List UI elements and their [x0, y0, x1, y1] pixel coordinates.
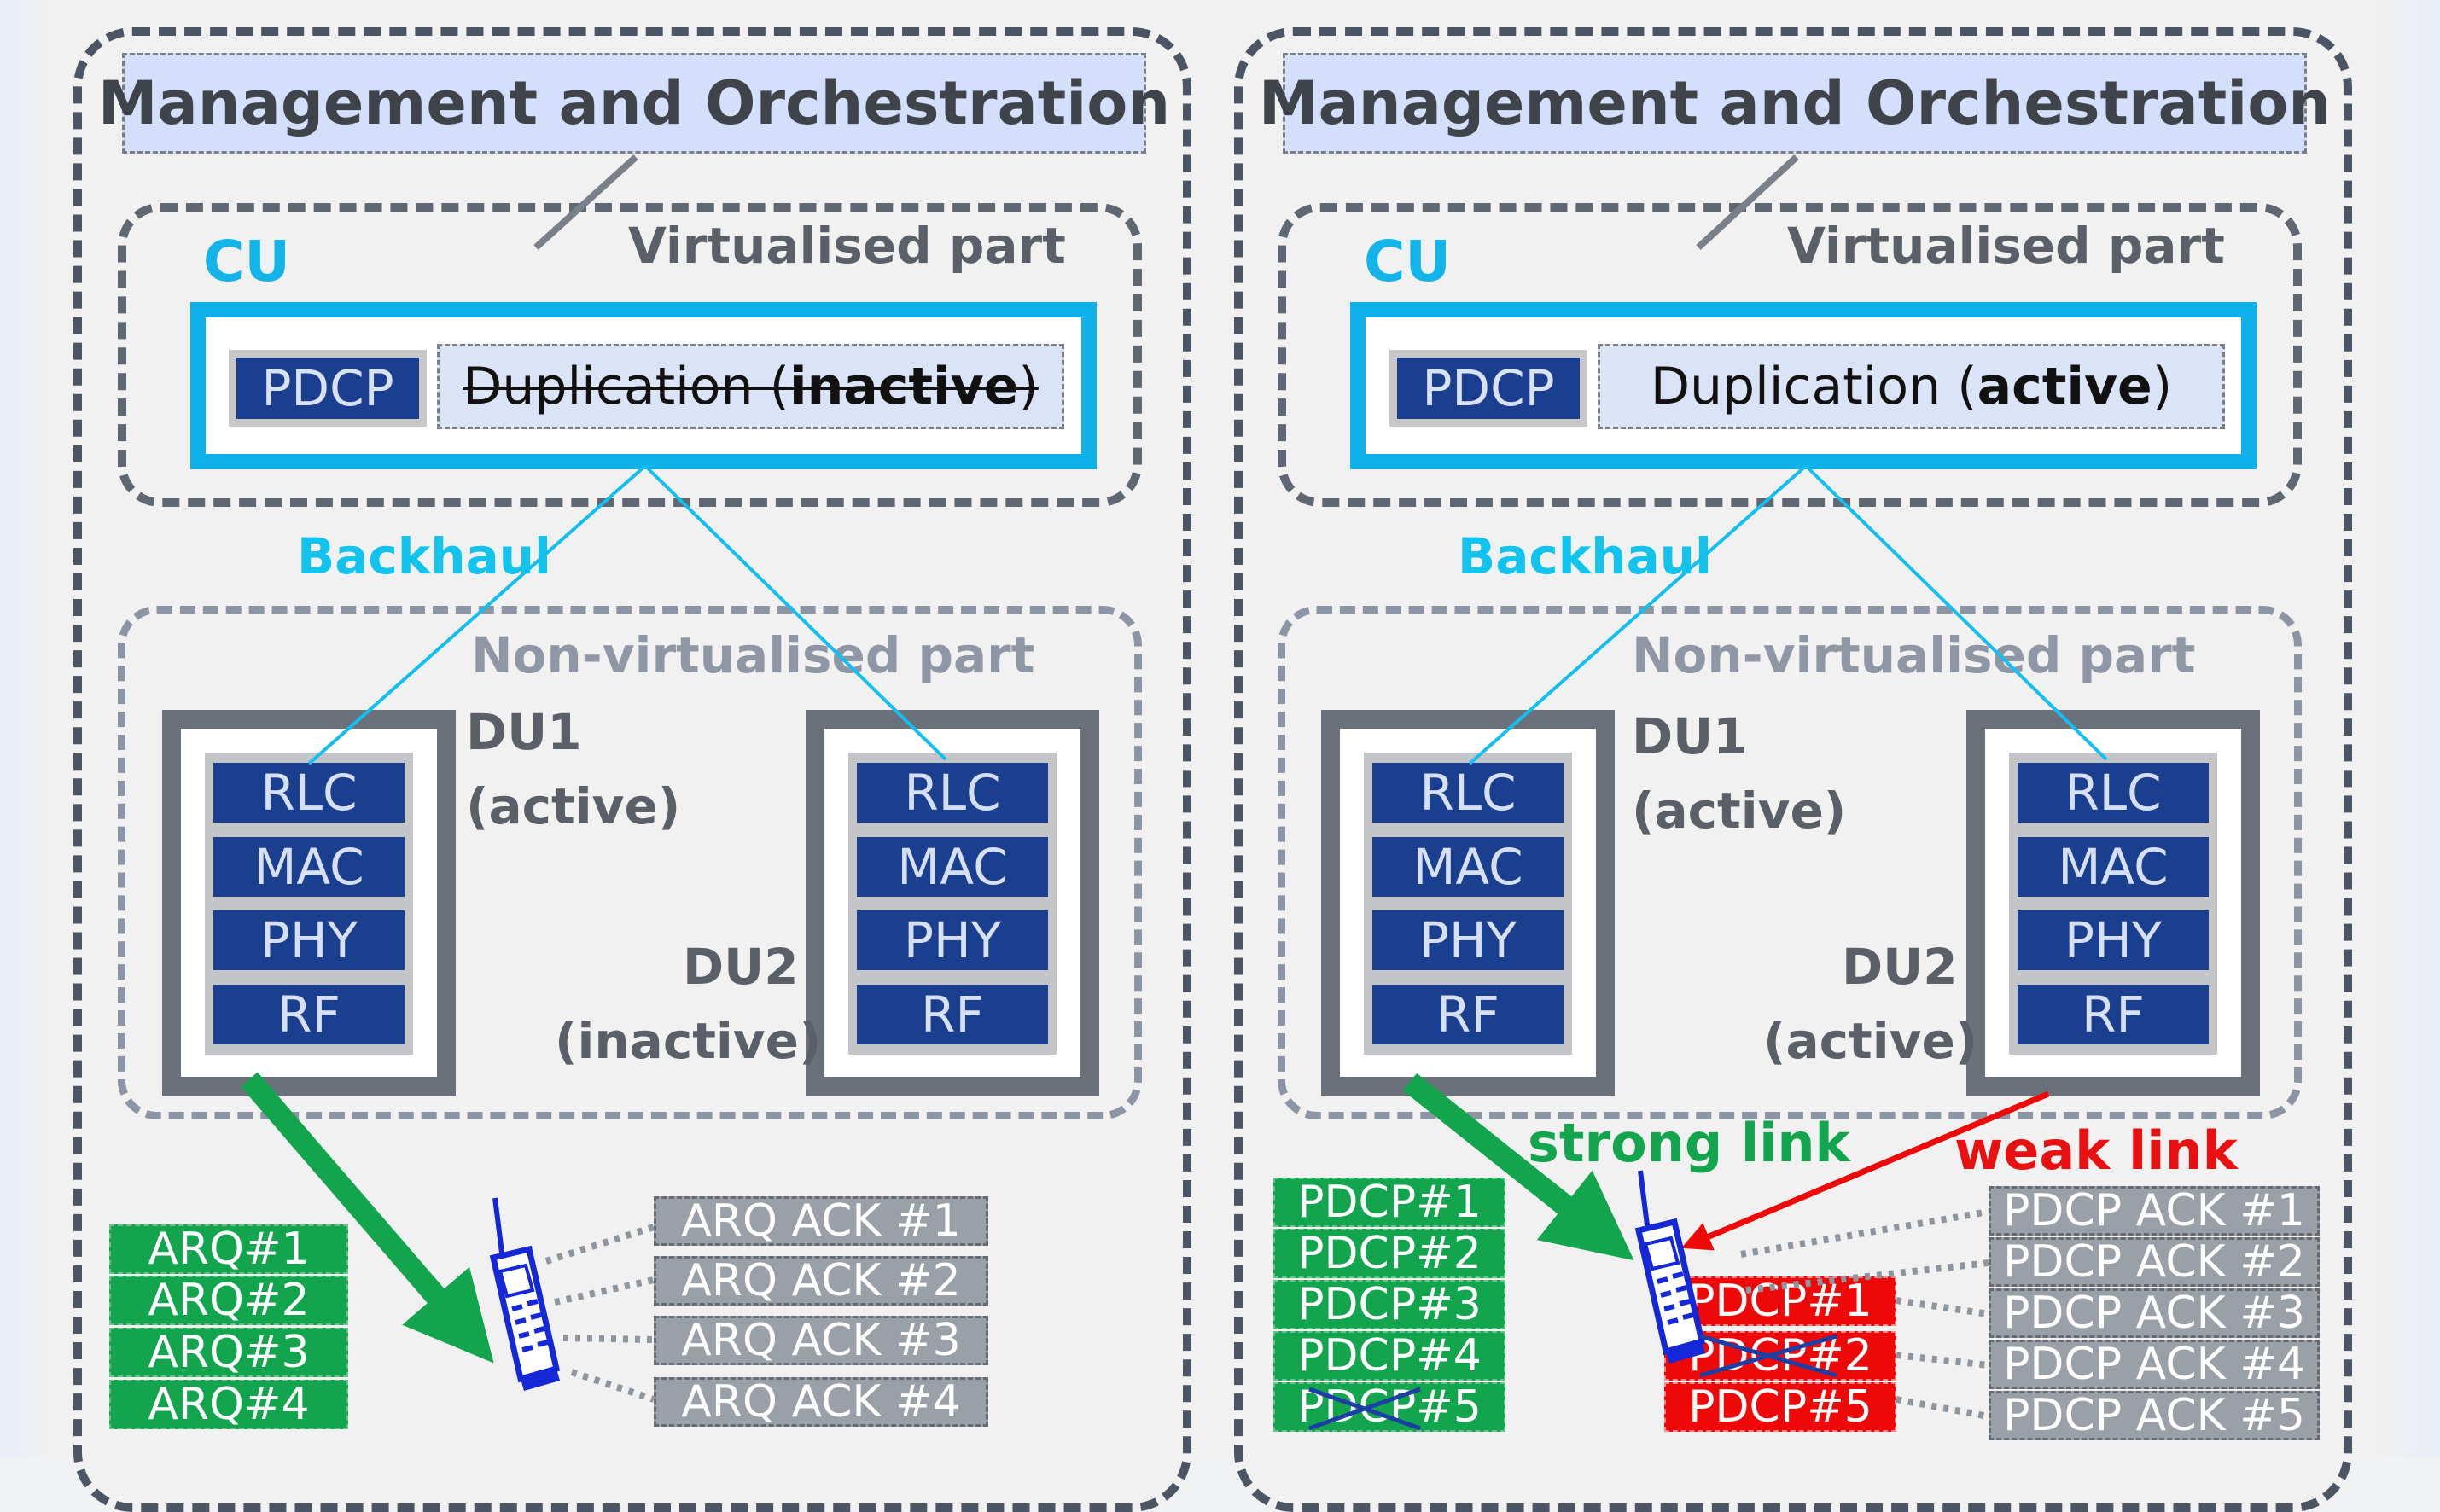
left-du2-frame: RLC MAC PHY RF [806, 710, 1099, 1096]
right-du1-name: DU1 [1632, 707, 1748, 765]
right-du2-rlc: RLC [2018, 763, 2209, 823]
left-arq-1: ARQ#1 [109, 1224, 348, 1275]
right-du1-frame: RLC MAC PHY RF [1321, 710, 1615, 1096]
right-du2-rf: RF [2018, 984, 2209, 1044]
right-du2-frame: RLC MAC PHY RF [1966, 710, 2260, 1096]
right-dup-state: active [1977, 357, 2152, 416]
left-arq-2: ARQ#2 [109, 1275, 348, 1326]
left-backhaul-label: Backhaul [297, 527, 551, 585]
right-pdcp-green-3: PDCP#3 [1273, 1279, 1505, 1330]
left-nonvirtualised-region [118, 606, 1142, 1119]
strong-link-label: strong link [1528, 1112, 1850, 1174]
left-mo-title: Management and Orchestration [98, 53, 1170, 154]
left-phone-icon [493, 1198, 560, 1391]
left-du1-name: DU1 [466, 703, 582, 761]
left-nonvirtualised-label: Non-virtualised part [471, 626, 1035, 684]
left-du2-name: DU2 [683, 938, 799, 996]
right-du1-rlc: RLC [1372, 763, 1564, 823]
right-ack-1: PDCP ACK #1 [1989, 1185, 2320, 1236]
left-duplication-text: Duplication (inactive) [463, 357, 1039, 416]
left-du2-state: (inactive) [555, 1012, 822, 1070]
left-du1-frame: RLC MAC PHY RF [162, 710, 456, 1096]
right-cu-label: CU [1364, 229, 1452, 294]
left-du2-mac: MAC [857, 836, 1048, 897]
left-du1-stack: RLC MAC PHY RF [205, 753, 413, 1055]
left-dup-text: Duplication ( [463, 357, 789, 416]
left-ack-4: ARQ ACK #4 [654, 1376, 988, 1428]
left-du1-rlc: RLC [213, 763, 405, 823]
weak-link-label: weak link [1954, 1119, 2238, 1182]
left-virtualised-label: Virtualised part [628, 217, 1066, 275]
right-du2-state: (active) [1763, 1012, 1978, 1070]
right-duplication-text: Duplication (active) [1651, 357, 2172, 416]
right-ack-5: PDCP ACK #5 [1989, 1390, 2320, 1441]
left-cu-label: CU [203, 229, 291, 294]
left-pdcp-box: PDCP [229, 350, 427, 427]
left-arq-4: ARQ#4 [109, 1379, 348, 1430]
right-du1-phy: PHY [1372, 910, 1564, 971]
right-virtualised-region [1278, 203, 2302, 507]
right-pdcp-green-1: PDCP#1 [1273, 1177, 1505, 1228]
right-phone-icon [1639, 1171, 1705, 1364]
right-dup-close: ) [2152, 357, 2173, 416]
right-du1-rf: RF [1372, 984, 1564, 1044]
left-du2-stack: RLC MAC PHY RF [848, 753, 1057, 1055]
left-duplication-box: Duplication (inactive) [437, 344, 1064, 429]
right-du2-phy: PHY [2018, 910, 2209, 971]
left-du1-state: (active) [466, 777, 681, 835]
left-du2-rlc: RLC [857, 763, 1048, 823]
right-du1-stack: RLC MAC PHY RF [1364, 753, 1572, 1055]
right-nonvirtualised-label: Non-virtualised part [1632, 626, 2196, 684]
right-ack-3: PDCP ACK #3 [1989, 1288, 2320, 1339]
left-virtualised-region [118, 203, 1142, 507]
right-nonvirtualised-region [1278, 606, 2302, 1119]
right-du2-name: DU2 [1842, 938, 1958, 996]
left-dup-close: ) [1018, 357, 1039, 416]
right-dup-text: Duplication ( [1650, 357, 1977, 416]
right-du2-stack: RLC MAC PHY RF [2009, 753, 2217, 1055]
dropped-pdcp2-cross-icon [1699, 1334, 1837, 1378]
left-du2-phy: PHY [857, 910, 1048, 971]
right-pdcp-green-2: PDCP#2 [1273, 1228, 1505, 1279]
dropped-pdcp5-cross-icon [1308, 1387, 1421, 1431]
right-mo-title: Management and Orchestration [1259, 53, 2331, 154]
connectors-overlay [241, 154, 2108, 1431]
left-du1-mac: MAC [213, 836, 405, 897]
left-du1-phy: PHY [213, 910, 405, 971]
right-du1-state: (active) [1632, 782, 1847, 840]
right-ack-2: PDCP ACK #2 [1989, 1236, 2320, 1288]
right-duplication-box: Duplication (active) [1598, 344, 2225, 429]
right-pdcp-label: PDCP [1397, 358, 1580, 419]
left-ack-1: ARQ ACK #1 [654, 1195, 988, 1247]
right-pdcp-green-4: PDCP#4 [1273, 1330, 1505, 1381]
right-pdcp-red-3: PDCP#5 [1664, 1381, 1896, 1433]
left-du1-rf: RF [213, 984, 405, 1044]
right-du2-mac: MAC [2018, 836, 2209, 897]
left-ack-3: ARQ ACK #3 [654, 1315, 988, 1366]
right-virtualised-label: Virtualised part [1787, 217, 2225, 275]
right-backhaul-label: Backhaul [1458, 527, 1712, 585]
right-du1-mac: MAC [1372, 836, 1564, 897]
left-ack-2: ARQ ACK #2 [654, 1255, 988, 1306]
left-du2-rf: RF [857, 984, 1048, 1044]
left-dup-state: inactive [789, 357, 1019, 416]
right-pdcp-red-1: PDCP#1 [1664, 1276, 1896, 1327]
left-pdcp-label: PDCP [236, 358, 419, 419]
right-ack-4: PDCP ACK #4 [1989, 1339, 2320, 1390]
left-arq-3: ARQ#3 [109, 1327, 348, 1378]
right-pdcp-box: PDCP [1389, 350, 1587, 427]
